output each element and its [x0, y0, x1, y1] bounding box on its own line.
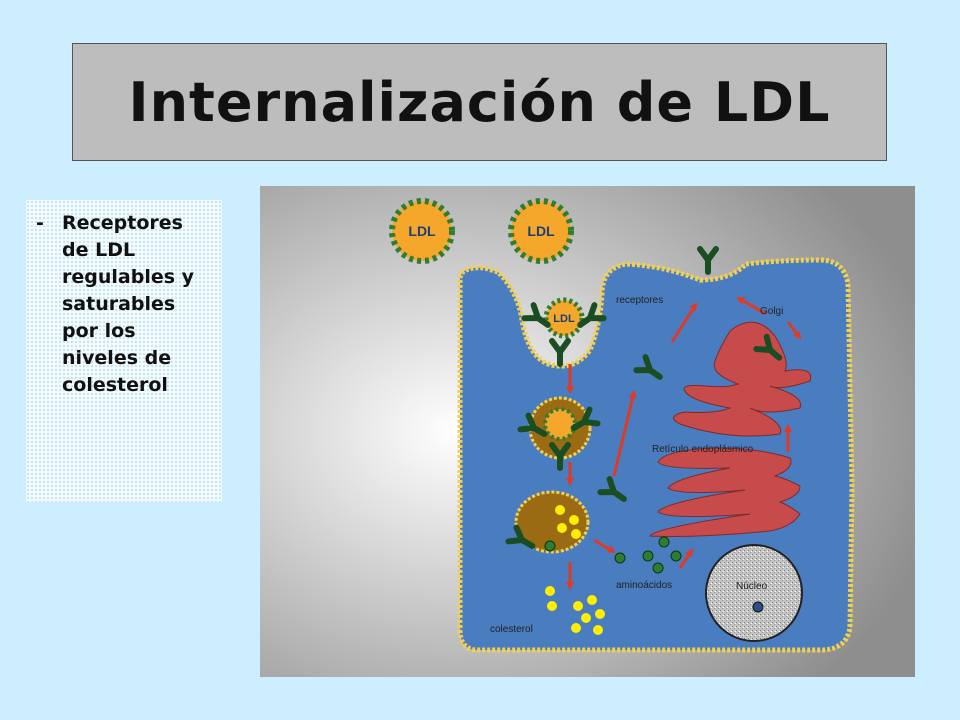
- nucleus: [705, 544, 803, 642]
- flow-arrows: [566, 296, 802, 590]
- golgi: [673, 321, 812, 437]
- bullet-item: - Receptores de LDL regulables y saturab…: [36, 210, 216, 399]
- slide-title: Internalización de LDL: [128, 70, 831, 134]
- ldl-particle-1: LDL: [389, 198, 455, 264]
- ldl-label-1: LDL: [408, 223, 436, 239]
- cholesterol-molecules: [545, 586, 605, 635]
- bullet-text: Receptores de LDL regulables y saturable…: [62, 212, 195, 396]
- label-aminoacidos: aminoácidos: [616, 580, 672, 591]
- label-receptores: receptores: [616, 295, 663, 306]
- ldl-internalization-diagram: LDL LDL LDL: [260, 186, 915, 677]
- lysosome: [514, 490, 590, 554]
- bullet-box: - Receptores de LDL regulables y saturab…: [26, 200, 222, 502]
- label-reticulo: Retículo endoplásmico: [652, 444, 754, 455]
- aminoacids: [614, 536, 682, 574]
- bullet-marker: -: [36, 212, 44, 234]
- ldl-particle-2: LDL: [508, 198, 574, 264]
- reticulo-endoplasmico: [649, 447, 801, 537]
- label-nucleo: Núcleo: [736, 581, 768, 592]
- nucleolus: [752, 601, 764, 613]
- label-colesterol: colesterol: [490, 624, 533, 635]
- ldl-bound: LDL: [543, 297, 585, 339]
- label-golgi: Golgi: [760, 306, 783, 317]
- ldl-label-2: LDL: [527, 223, 555, 239]
- title-box: Internalización de LDL: [72, 43, 887, 161]
- ldl-label-3: LDL: [553, 313, 575, 325]
